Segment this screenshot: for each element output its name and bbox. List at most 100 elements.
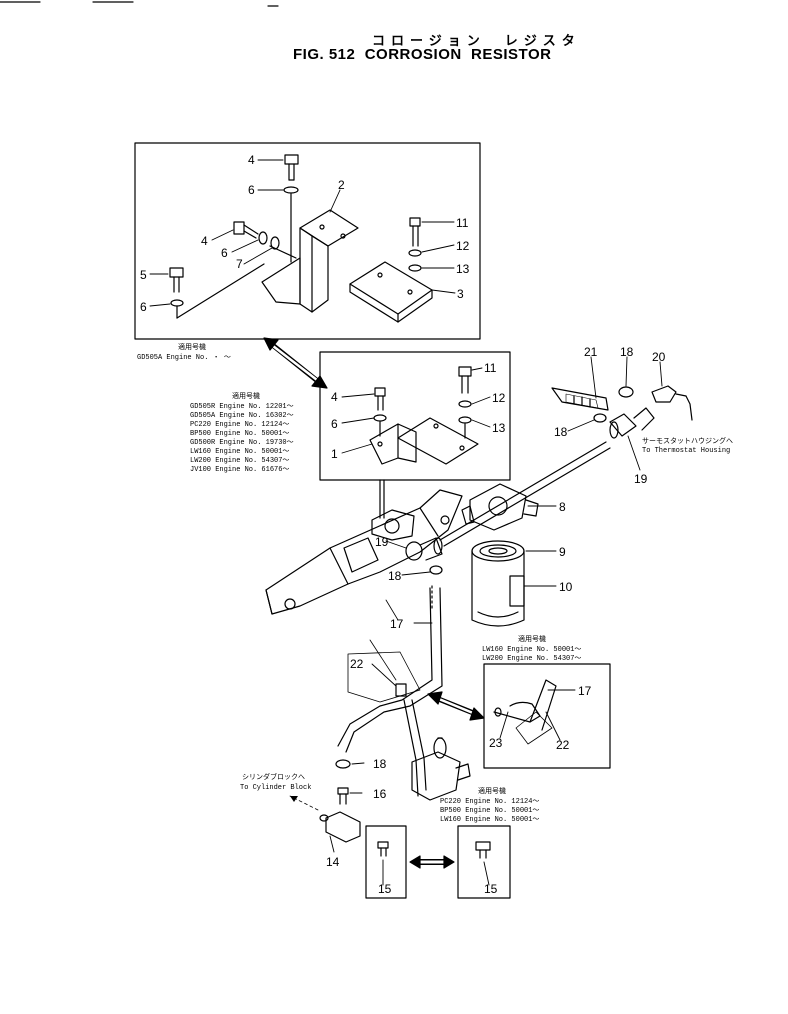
callout-6: 6 bbox=[248, 183, 255, 197]
callout-22: 22 bbox=[350, 657, 364, 671]
valve-assembly bbox=[411, 737, 471, 801]
washer-part-6-side bbox=[258, 231, 268, 245]
bracket-group-box-1 bbox=[134, 142, 481, 340]
leader-lines bbox=[149, 159, 663, 886]
callout-13: 13 bbox=[492, 421, 506, 435]
washer-part-6-box2 bbox=[373, 414, 387, 422]
filter-head-part-8 bbox=[461, 483, 539, 531]
washer-part-6-lower bbox=[170, 299, 184, 307]
variant-box-3 bbox=[483, 663, 611, 769]
box2-serial-line: GD500R Engine No. 19730～ bbox=[190, 439, 294, 447]
box2-serial-line: LW200 Engine No. 54307～ bbox=[190, 457, 289, 465]
sensor-part-20 bbox=[651, 385, 693, 421]
bracket-part-2 bbox=[261, 209, 359, 313]
hose-part-21 bbox=[551, 387, 609, 411]
callout-11: 11 bbox=[456, 216, 469, 230]
callout-4: 4 bbox=[201, 234, 208, 248]
box1-serial-line: GD505A Engine No. ・ ～ bbox=[137, 354, 231, 362]
connector-part-14 bbox=[319, 811, 361, 843]
callout-labels: 4 6 2 4 6 7 5 6 11 12 13 3 4 6 1 11 12 1… bbox=[140, 153, 666, 896]
washer-part-7 bbox=[270, 236, 280, 250]
callout-12: 12 bbox=[492, 391, 506, 405]
cylinder-note-japanese: シリンダブロックへ bbox=[242, 772, 305, 781]
callout-18: 18 bbox=[373, 757, 387, 771]
detail-box-1 bbox=[134, 142, 481, 340]
callout-19: 19 bbox=[375, 535, 389, 549]
hose-part-17 bbox=[337, 585, 443, 753]
callout-2: 2 bbox=[338, 178, 345, 192]
callout-23: 23 bbox=[489, 736, 503, 750]
figure-title: FIG. 512 CORROSION RESISTOR bbox=[293, 46, 552, 63]
fitting-part-15-b bbox=[475, 841, 491, 859]
box2-serial-line: GD505R Engine No. 12201～ bbox=[190, 403, 294, 411]
thermostat-note-japanese: サーモスタットハウジングへ bbox=[642, 436, 733, 445]
bolt-part-4 bbox=[284, 154, 299, 181]
box2-serial-line: JV100 Engine No. 61676～ bbox=[190, 466, 289, 474]
callout-18: 18 bbox=[554, 425, 568, 439]
plate-part-3 bbox=[349, 261, 433, 323]
bolt-part-11-box2 bbox=[458, 366, 472, 394]
fitting-part-19-lower bbox=[405, 537, 443, 561]
figure-title-japanese: コロージョン レジスタ bbox=[372, 33, 581, 48]
elbow-part-19-top bbox=[609, 407, 655, 439]
bolt-part-11 bbox=[409, 217, 421, 247]
link-arrow-1 bbox=[263, 337, 328, 389]
callout-14: 14 bbox=[326, 855, 340, 869]
callout-1: 1 bbox=[331, 447, 338, 461]
callout-12: 12 bbox=[456, 239, 470, 253]
detail-box-2 bbox=[319, 351, 511, 481]
box4-serial-line: PC220 Engine No. 12124～ bbox=[440, 798, 539, 806]
callout-7: 7 bbox=[236, 257, 243, 271]
callout-11: 11 bbox=[484, 361, 497, 375]
variant-box-5 bbox=[457, 825, 511, 899]
callout-16: 16 bbox=[373, 787, 387, 801]
applicable-label-2: 適用号機 bbox=[232, 391, 260, 400]
callout-5: 5 bbox=[140, 268, 147, 282]
fitting-part-15-a bbox=[377, 841, 389, 857]
callout-6: 6 bbox=[221, 246, 228, 260]
callout-6: 6 bbox=[140, 300, 147, 314]
callout-4: 4 bbox=[331, 390, 338, 404]
clip-part-18-top bbox=[618, 386, 634, 398]
label-part-10 bbox=[509, 575, 525, 607]
callout-8: 8 bbox=[559, 500, 566, 514]
washer-part-12 bbox=[408, 249, 422, 257]
box4-serial-line: BP500 Engine No. 50001～ bbox=[440, 807, 539, 815]
serial-notes: 適用号機 GD505A Engine No. ・ ～ 適用号機 GD505R E… bbox=[137, 342, 733, 824]
callout-13: 13 bbox=[456, 262, 470, 276]
callout-19: 19 bbox=[634, 472, 648, 486]
callout-4: 4 bbox=[248, 153, 255, 167]
thermostat-note: To Thermostat Housing bbox=[642, 447, 730, 455]
callout-9: 9 bbox=[559, 545, 566, 559]
callout-18: 18 bbox=[620, 345, 634, 359]
callout-22: 22 bbox=[556, 738, 570, 752]
callout-20: 20 bbox=[652, 350, 666, 364]
housing-part bbox=[265, 489, 463, 615]
washer-part-13-box2 bbox=[458, 416, 472, 424]
applicable-label-1: 適用号機 bbox=[178, 342, 206, 351]
clamp-part-22 bbox=[347, 651, 421, 703]
link-arrow-3 bbox=[427, 691, 485, 721]
bracket-part-1 bbox=[369, 417, 479, 465]
washer-part-6 bbox=[283, 186, 299, 194]
filter-cartridge-part-9 bbox=[471, 540, 525, 627]
box2-serial-line: PC220 Engine No. 12124～ bbox=[190, 421, 289, 429]
applicable-label-4: 適用号機 bbox=[478, 786, 506, 795]
grommet-part-18-bottom bbox=[335, 759, 351, 769]
box2-serial-line: BP500 Engine No. 50001～ bbox=[190, 430, 289, 438]
link-arrow-4 bbox=[409, 855, 455, 869]
callout-15: 15 bbox=[484, 882, 498, 896]
callout-15: 15 bbox=[378, 882, 392, 896]
applicable-label-3: 適用号機 bbox=[518, 634, 546, 643]
callout-10: 10 bbox=[559, 580, 573, 594]
callout-21: 21 bbox=[584, 345, 598, 359]
washer-part-12-box2 bbox=[458, 400, 472, 408]
callout-18: 18 bbox=[388, 569, 402, 583]
clip-part-18-mid bbox=[593, 413, 607, 423]
box3-serial-line: LW160 Engine No. 50001～ bbox=[482, 646, 581, 654]
cylinder-note: To Cylinder Block bbox=[240, 784, 311, 792]
bolt-part-5 bbox=[169, 267, 184, 293]
callout-6: 6 bbox=[331, 417, 338, 431]
callout-17: 17 bbox=[390, 617, 404, 631]
